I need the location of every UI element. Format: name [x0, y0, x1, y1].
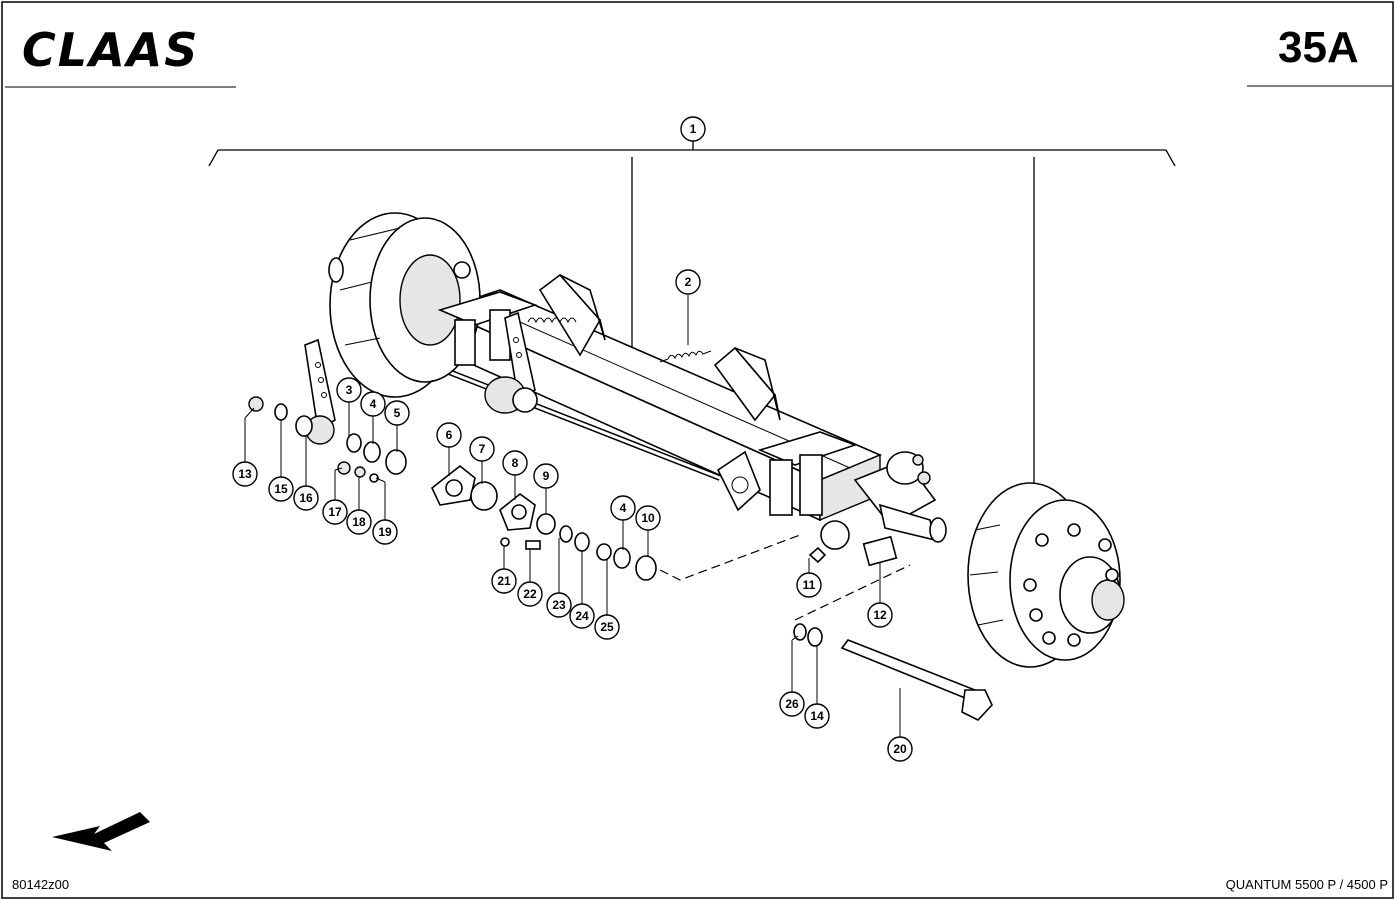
brake-camshaft	[840, 639, 993, 721]
slack-adjuster-middle	[484, 311, 538, 414]
svg-text:4: 4	[370, 397, 377, 411]
callout-3: 3	[336, 377, 362, 403]
spring-bracket-right	[713, 346, 781, 422]
svg-text:23: 23	[552, 598, 566, 612]
callout-23: 23	[546, 592, 572, 618]
callout-17: 17	[322, 499, 348, 525]
svg-text:13: 13	[238, 467, 252, 481]
return-spring	[659, 350, 712, 363]
svg-text:5: 5	[394, 406, 401, 420]
callout-6: 6	[436, 422, 462, 448]
callout-16: 16	[293, 485, 319, 511]
callout-12: 12	[867, 602, 893, 628]
slack-adjuster-left	[304, 338, 336, 445]
callout-11: 11	[796, 572, 822, 598]
left-brake-drum	[328, 212, 481, 398]
drawing-number: 80142z00	[12, 877, 69, 892]
svg-text:17: 17	[328, 505, 342, 519]
callout-8: 8	[502, 450, 528, 476]
svg-text:26: 26	[785, 697, 799, 711]
svg-text:24: 24	[575, 609, 589, 623]
callout-1: 1	[680, 116, 706, 142]
svg-text:18: 18	[352, 515, 366, 529]
callout-15: 15	[268, 476, 294, 502]
callout-4b: 4	[610, 495, 636, 521]
callout-4: 4	[360, 391, 386, 417]
callout-21: 21	[491, 568, 517, 594]
svg-text:9: 9	[543, 469, 550, 483]
svg-text:14: 14	[810, 709, 824, 723]
link-line-10	[659, 534, 801, 581]
brand-logo: CLAAS	[22, 23, 199, 77]
spring-upper	[527, 317, 577, 324]
leader-lines	[244, 295, 901, 737]
svg-text:6: 6	[446, 428, 453, 442]
page-number: 35A	[1278, 23, 1359, 72]
svg-text:19: 19	[378, 525, 392, 539]
callout-10: 10	[635, 505, 661, 531]
svg-text:22: 22	[523, 587, 537, 601]
mount-plate-right	[757, 431, 858, 516]
callout-26: 26	[779, 691, 805, 717]
model-name: QUANTUM 5500 P / 4500 P	[1226, 877, 1388, 892]
callout-5: 5	[384, 400, 410, 426]
brake-plate-right	[716, 450, 761, 512]
svg-text:8: 8	[512, 456, 519, 470]
svg-text:2: 2	[685, 275, 692, 289]
stub-axle-right	[853, 451, 947, 543]
right-brake-drum	[967, 482, 1125, 668]
svg-text:12: 12	[873, 608, 887, 622]
callout-22: 22	[517, 581, 543, 607]
callout-14: 14	[804, 703, 830, 729]
svg-text:1: 1	[690, 122, 697, 136]
svg-text:7: 7	[479, 442, 486, 456]
svg-text:25: 25	[600, 620, 614, 634]
callout-9: 9	[533, 463, 559, 489]
callout-13: 13	[232, 461, 258, 487]
svg-text:20: 20	[893, 742, 907, 756]
arrow-down-left-icon	[52, 812, 150, 851]
svg-text:4: 4	[620, 501, 627, 515]
svg-text:15: 15	[274, 482, 288, 496]
callout-20: 20	[887, 736, 913, 762]
exploded-parts-left	[248, 396, 657, 581]
callout-7: 7	[469, 436, 495, 462]
exploded-parts-right	[793, 520, 898, 647]
callout-19: 19	[372, 519, 398, 545]
svg-text:16: 16	[299, 491, 313, 505]
svg-text:11: 11	[803, 578, 816, 592]
assembly-bracket	[208, 141, 1176, 485]
svg-text:3: 3	[346, 383, 353, 397]
link-line-12	[794, 564, 911, 621]
callout-24: 24	[569, 603, 595, 629]
svg-text:10: 10	[641, 511, 655, 525]
callout-25: 25	[594, 614, 620, 640]
spring-bracket-left	[538, 273, 606, 357]
callout-18: 18	[346, 509, 372, 535]
callout-2: 2	[675, 269, 701, 295]
svg-text:21: 21	[497, 574, 511, 588]
